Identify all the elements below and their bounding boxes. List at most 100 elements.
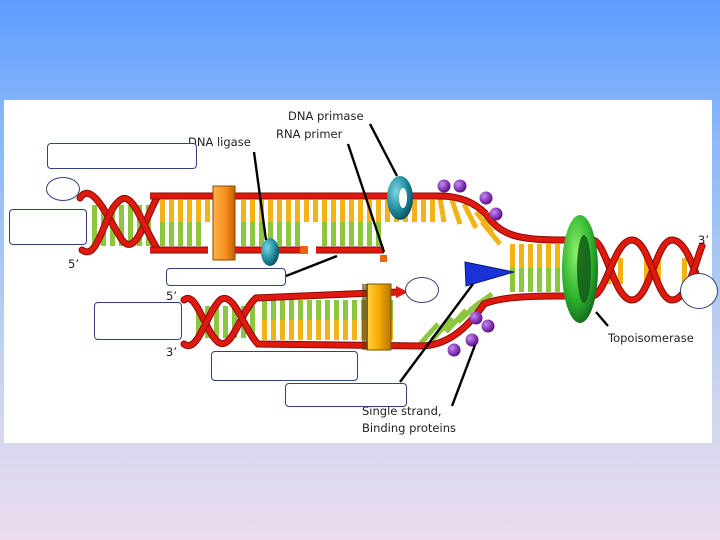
label-3-prime-bottom: 3’ bbox=[166, 345, 177, 359]
upper-duplex-backbone bbox=[76, 189, 489, 256]
base-pair bbox=[510, 244, 515, 268]
base-pair bbox=[644, 258, 649, 284]
base-pair bbox=[286, 200, 291, 222]
base-pair bbox=[325, 320, 330, 340]
answer-box-left-upper[interactable] bbox=[9, 209, 87, 245]
ssb-protein bbox=[447, 343, 461, 357]
base-pair bbox=[468, 291, 494, 313]
base-pair bbox=[187, 222, 192, 246]
base-pair bbox=[528, 244, 533, 268]
base-pair bbox=[271, 320, 276, 340]
lower-duplex-backbone bbox=[180, 286, 488, 350]
ssb-protein bbox=[479, 191, 493, 205]
base-pair bbox=[331, 222, 336, 246]
base-pair bbox=[461, 202, 479, 230]
label-ssb-line1: Single strand, bbox=[362, 404, 442, 418]
base-pair bbox=[262, 300, 267, 320]
base-pair bbox=[349, 200, 354, 222]
base-pair bbox=[137, 205, 142, 246]
base-pair bbox=[444, 308, 468, 334]
label-5-prime-bottom: 5’ bbox=[166, 289, 177, 303]
base-pair bbox=[537, 268, 542, 292]
base-pair bbox=[352, 300, 357, 320]
base-pair bbox=[316, 320, 321, 340]
base-pair bbox=[307, 300, 312, 320]
base-pair bbox=[352, 320, 357, 340]
base-pair bbox=[92, 205, 97, 246]
base-pair bbox=[546, 244, 551, 268]
base-pair bbox=[322, 200, 327, 222]
base-pair bbox=[421, 200, 426, 222]
base-pair bbox=[325, 300, 330, 320]
base-pair bbox=[340, 222, 345, 246]
base-pair bbox=[289, 320, 294, 340]
dna-polymerase-enzyme bbox=[362, 283, 392, 351]
ligase-blue-protein bbox=[261, 238, 279, 266]
base-pair bbox=[343, 320, 348, 340]
answer-box-ligase[interactable] bbox=[166, 268, 286, 286]
base-pair bbox=[169, 200, 174, 222]
base-pair bbox=[358, 200, 363, 222]
base-pair bbox=[241, 200, 246, 222]
rna-primer-marks bbox=[300, 246, 387, 262]
ssb-protein bbox=[469, 311, 483, 325]
base-pair bbox=[250, 200, 255, 222]
base-pair bbox=[268, 200, 273, 222]
base-pair bbox=[519, 268, 524, 292]
base-pair bbox=[295, 200, 300, 222]
base-pair bbox=[259, 222, 264, 246]
base-pair bbox=[412, 200, 417, 222]
answer-box-left-lower[interactable] bbox=[94, 302, 182, 340]
base-pair bbox=[304, 200, 309, 222]
base-pair bbox=[262, 320, 267, 340]
base-pair bbox=[271, 300, 276, 320]
dna-ligase-enzyme bbox=[212, 185, 236, 261]
base-pair bbox=[119, 205, 124, 246]
pointer-topoisomerase bbox=[595, 311, 609, 327]
base-pair bbox=[334, 300, 339, 320]
base-pair bbox=[358, 222, 363, 246]
base-pair bbox=[656, 258, 661, 284]
base-pair bbox=[277, 222, 282, 246]
base-pair bbox=[295, 222, 300, 246]
answer-oval-right[interactable] bbox=[680, 273, 718, 309]
helicase-enzyme bbox=[464, 261, 515, 287]
answer-box-top-left[interactable] bbox=[47, 143, 197, 169]
base-pair bbox=[214, 306, 219, 338]
base-pair bbox=[280, 300, 285, 320]
base-pair bbox=[286, 222, 291, 246]
base-pair bbox=[510, 268, 515, 292]
answer-box-helicase[interactable] bbox=[285, 383, 407, 407]
label-ssb-line2: Binding proteins bbox=[362, 421, 456, 435]
base-pair bbox=[196, 222, 201, 246]
ssb-protein bbox=[489, 207, 503, 221]
base-pair bbox=[307, 320, 312, 340]
base-pair bbox=[280, 320, 285, 340]
base-pair bbox=[289, 300, 294, 320]
pointer-ssb bbox=[450, 344, 477, 407]
base-pair bbox=[232, 306, 237, 338]
answer-oval-center[interactable] bbox=[405, 277, 439, 303]
base-pair bbox=[555, 268, 560, 292]
base-pair bbox=[128, 205, 133, 246]
base-pair bbox=[349, 222, 354, 246]
single-strand-binding-proteins bbox=[437, 179, 503, 357]
label-rna-primer: RNA primer bbox=[276, 127, 343, 141]
base-pair bbox=[223, 306, 228, 338]
base-pair bbox=[367, 222, 372, 246]
base-pair bbox=[340, 200, 345, 222]
base-pair bbox=[430, 200, 435, 222]
answer-box-polymerase[interactable] bbox=[211, 351, 358, 381]
pointer-lines bbox=[252, 123, 609, 407]
pointer-rna-primer bbox=[346, 143, 386, 253]
base-pair bbox=[537, 244, 542, 268]
base-pair bbox=[160, 200, 165, 222]
base-pair bbox=[331, 200, 336, 222]
label-dna-primase: DNA primase bbox=[288, 109, 364, 123]
base-pair bbox=[480, 220, 502, 246]
base-pair bbox=[298, 320, 303, 340]
answer-oval-left[interactable] bbox=[46, 177, 80, 201]
pointer-helicase-blank bbox=[399, 283, 474, 383]
pointer-ligase-blank bbox=[285, 254, 338, 278]
